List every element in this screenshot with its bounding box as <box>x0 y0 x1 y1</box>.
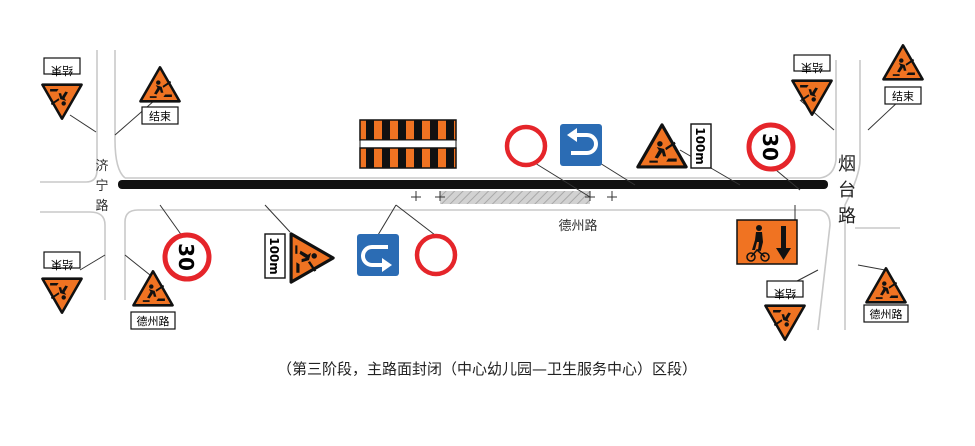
end-sign-bottomright: 结束 <box>766 280 804 300</box>
road-work-icon <box>791 79 833 116</box>
road-work-icon <box>289 232 335 284</box>
end-sign-topright: 结束 <box>793 54 831 74</box>
speed-limit-value-bottom: 30 <box>174 243 198 271</box>
detour-sign <box>736 219 798 265</box>
closed-area <box>440 191 590 204</box>
street-sign-bottomright: 德州路 <box>863 304 909 323</box>
street-label-sign-right: 德州路 <box>870 307 903 321</box>
end-label-bottomright: 结束 <box>774 287 796 300</box>
road-work-icon <box>636 123 688 169</box>
end-label-bottomleft: 结束 <box>51 258 73 271</box>
bicycle-icon <box>746 248 770 262</box>
end-sign-bottomleft: 结束 <box>43 251 81 271</box>
pedestrian-icon <box>752 225 763 250</box>
street-yantai-char-3: 路 <box>838 206 856 227</box>
road-work-icon <box>139 66 181 103</box>
road-work-icon <box>132 270 174 307</box>
speed-limit-value: 30 <box>758 133 782 161</box>
street-jining-char-2: 宁 <box>95 178 108 194</box>
end-label-topleft: 结束 <box>51 64 73 77</box>
distance-plate-bottom: 100m <box>264 233 286 279</box>
street-label-dezhou: 德州路 <box>558 218 597 234</box>
barrier-board <box>359 119 457 169</box>
street-sign-bottomleft: 德州路 <box>130 311 176 330</box>
down-arrow-icon <box>776 226 791 260</box>
road-work-icon <box>882 44 924 81</box>
closure-barrier-line <box>118 180 828 189</box>
end-label-right: 结束 <box>892 90 914 103</box>
street-label-sign: 德州路 <box>137 314 170 328</box>
distance-label-bottom: 100m <box>267 237 281 275</box>
street-yantai-vertical: 烟 台 路 <box>838 154 856 227</box>
street-jining-vertical: 济 宁 路 <box>95 159 108 214</box>
street-yantai-char-2: 台 <box>838 180 856 201</box>
street-yantai-char-1: 烟 <box>838 154 856 175</box>
end-label: 结束 <box>149 110 171 123</box>
end-sign-top: 结束 <box>141 106 179 125</box>
road-work-icon <box>764 304 806 341</box>
end-sign-farright: 结束 <box>884 86 922 105</box>
end-sign-topleft: 结束 <box>43 57 81 77</box>
street-jining-char-3: 路 <box>95 198 108 214</box>
road-network <box>40 50 900 331</box>
road-work-icon <box>41 83 83 120</box>
diagram-caption: （第三阶段，主路面封闭（中心幼儿园—卫生服务中心）区段） <box>277 360 697 378</box>
road-work-icon <box>865 267 907 304</box>
u-turn-icon <box>558 122 604 168</box>
distance-label: 100m <box>693 127 707 165</box>
distance-plate-top: 100m <box>690 123 712 169</box>
cone-markers <box>411 191 617 201</box>
end-label-topright: 结束 <box>801 61 823 74</box>
street-jining-char-1: 济 <box>95 159 108 174</box>
sign-poles <box>69 99 901 291</box>
u-turn-icon <box>355 232 401 278</box>
no-entry-icon <box>417 236 455 274</box>
no-entry-icon <box>507 127 545 165</box>
road-work-icon <box>41 277 83 314</box>
